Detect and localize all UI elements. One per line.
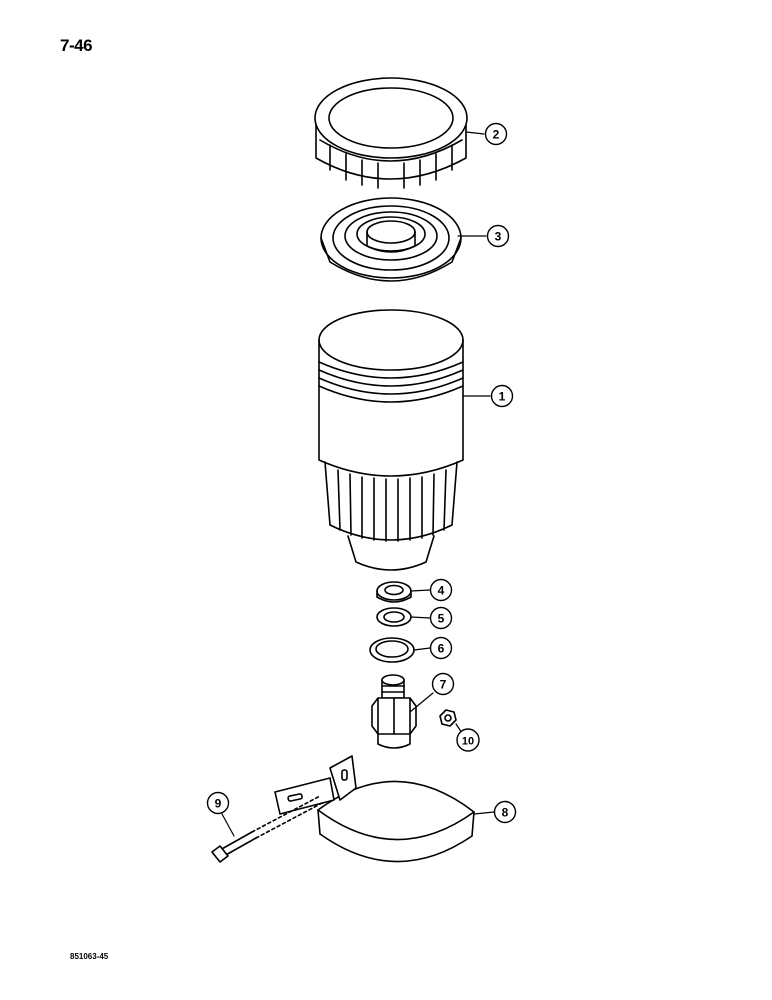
callout-labels: 2 3 1 4 5 6 7 8 9 10 (215, 128, 509, 820)
callout-4: 4 (438, 584, 445, 598)
page-number: 7-46 (60, 36, 93, 55)
drain-valve-part (371, 674, 417, 749)
nut-part (376, 581, 412, 603)
mounting-band-part (274, 755, 475, 863)
callout-3: 3 (495, 230, 502, 244)
filter-element-part (320, 197, 462, 282)
callout-1: 1 (499, 390, 506, 404)
washer-part (376, 607, 412, 627)
bowl-part (318, 309, 464, 571)
callout-5: 5 (438, 612, 445, 626)
callout-9: 9 (215, 797, 222, 811)
callout-10: 10 (462, 736, 474, 748)
callouts (206, 122, 517, 824)
figure-id: 851063-45 (70, 952, 109, 961)
bolt-part (211, 795, 325, 863)
cap-ring-part (314, 77, 468, 189)
callout-8: 8 (502, 806, 509, 820)
callout-6: 6 (438, 642, 445, 656)
hex-nut-part (439, 709, 457, 727)
seal-ring-part (369, 637, 415, 663)
callout-2: 2 (493, 128, 500, 142)
callout-7: 7 (440, 678, 447, 692)
